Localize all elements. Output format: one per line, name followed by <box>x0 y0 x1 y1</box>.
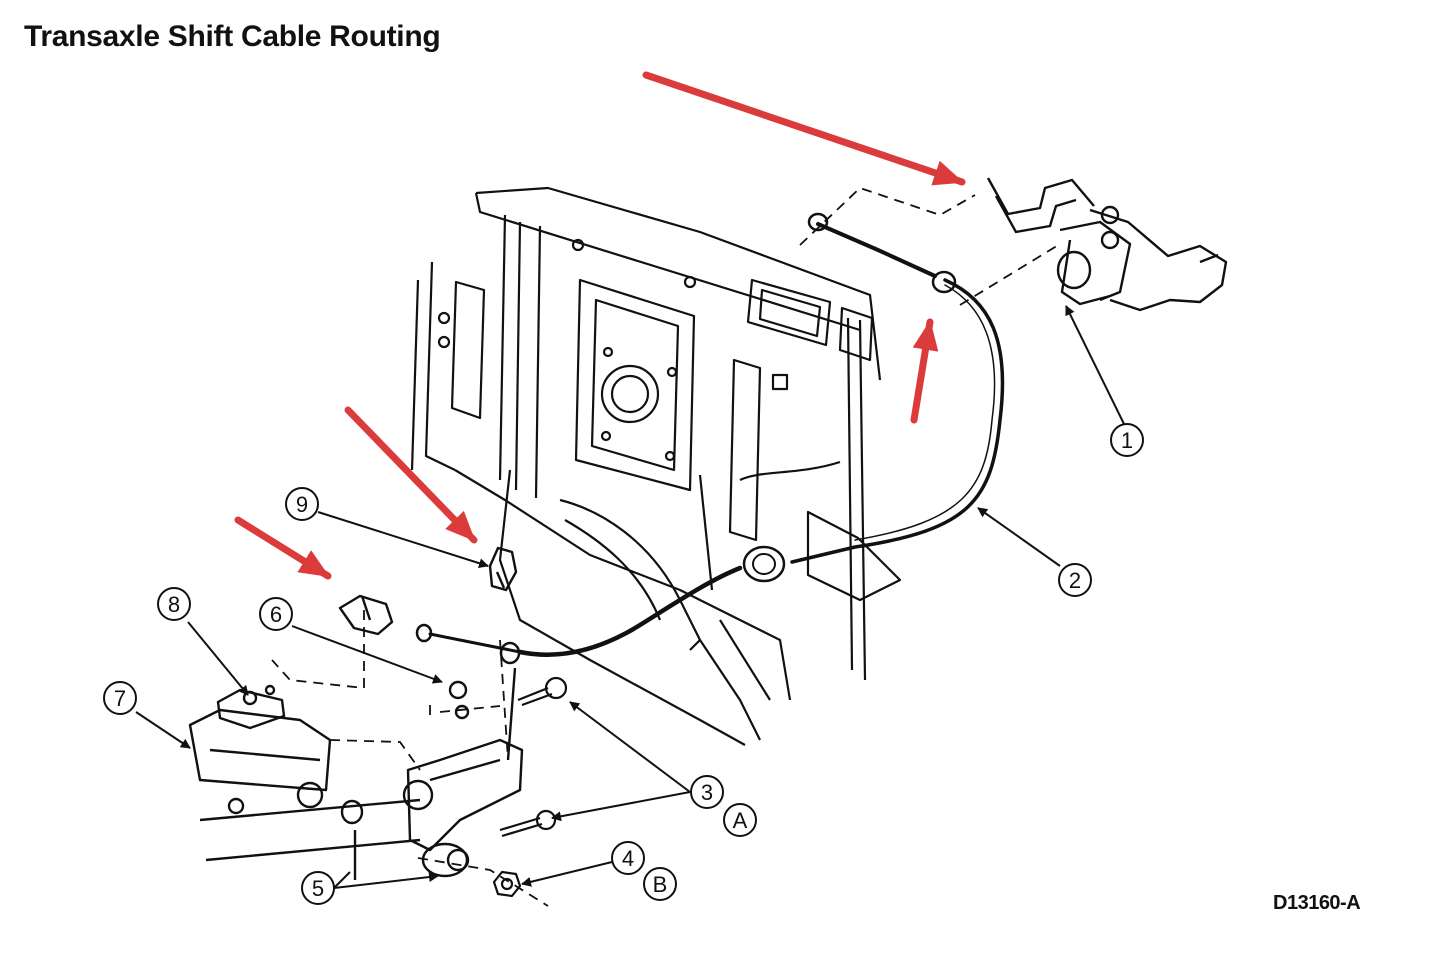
callout-b: B <box>653 872 668 897</box>
arrow-cable-end <box>234 516 332 580</box>
dashed-guides <box>271 186 1061 907</box>
fasteners <box>492 676 568 898</box>
callout-1: 1 <box>1121 428 1133 453</box>
callout-8: 8 <box>168 592 180 617</box>
arrow-cable-clip <box>344 406 478 544</box>
firewall-panel <box>410 186 902 746</box>
figure-code: D13160-A <box>1273 892 1361 914</box>
shift-lever-assembly <box>986 177 1228 312</box>
callout-5: 5 <box>312 876 324 901</box>
arrow-shift-lever <box>642 71 966 186</box>
transaxle-bracket <box>188 684 524 880</box>
diagram-title: Transaxle Shift Cable Routing <box>24 20 441 53</box>
callout-labels: 1 2 3 A 4 B 5 6 7 8 9 <box>114 428 1133 901</box>
callout-7: 7 <box>114 686 126 711</box>
arrow-cable-bushing <box>910 318 939 424</box>
highlight-arrows <box>234 71 966 580</box>
callout-4: 4 <box>622 846 634 871</box>
callout-9: 9 <box>296 492 308 517</box>
shift-cable <box>415 212 1005 665</box>
callout-leaders <box>135 305 1125 889</box>
callout-6: 6 <box>270 602 282 627</box>
callout-a: A <box>733 808 748 833</box>
callout-circles <box>103 423 1144 905</box>
callout-2: 2 <box>1069 568 1081 593</box>
callout-3: 3 <box>701 780 713 805</box>
